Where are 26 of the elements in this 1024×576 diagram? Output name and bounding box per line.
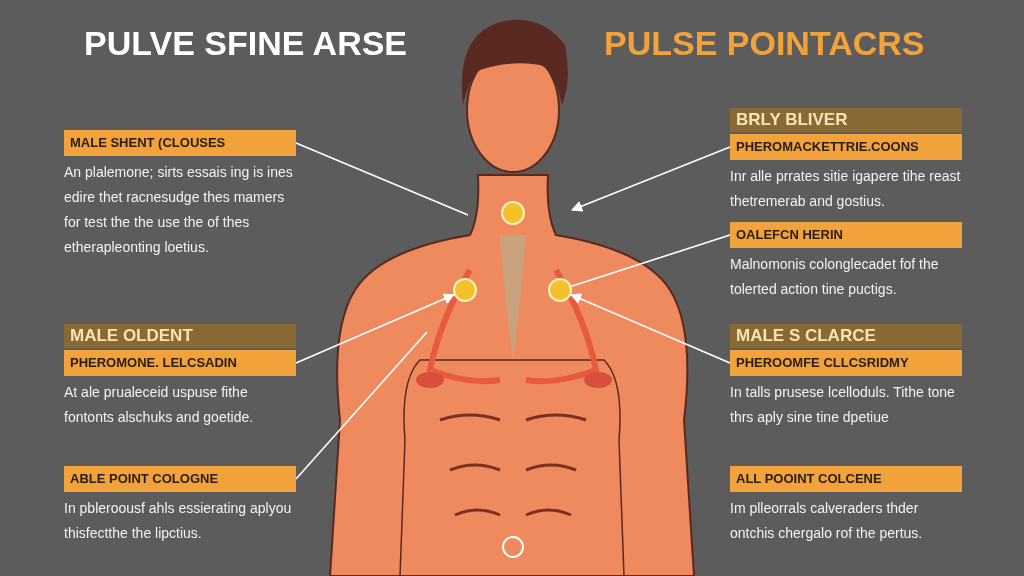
leader-line [295, 142, 469, 216]
leader-line [570, 234, 731, 288]
callout-heading: ABLE POINT COLOGNE [64, 466, 296, 492]
arrow [295, 293, 455, 364]
callout-description: Malnomonis colonglecadet fof the tolerted action tine puctigs. [730, 255, 940, 299]
callout-heading: OALEFCN HERIN [730, 222, 962, 248]
callout-description: Im plleorrals calveraders thder ontchis chergalo rof the pertus. [730, 499, 924, 543]
page-title: PULVE SFINE ARSE [84, 24, 408, 63]
arrow [570, 146, 731, 212]
leader-line [295, 331, 428, 480]
callout-heading: ALL POOINT COLCENE [730, 466, 962, 492]
callout-title: MALE S CLARCE [730, 324, 962, 348]
callout-heading: PHEROMACKETTRIE.COONS [730, 134, 962, 160]
callout-heading: PHEROOMFE CLLCSRIDMY [730, 350, 962, 376]
callout-description: An plalemone; sirts essais ing is ines edire thet racnesudge thes mamers for test the the use the of thes etherapleonting loetius. [64, 163, 294, 257]
callout-description: In pbleroousf ahls essierating aplyou thisfectthe the lipctius. [64, 499, 293, 543]
arrow [570, 293, 731, 364]
callout-description: In talls prusese lcelloduls. Tithe tone thrs aply sine tine dpetiue [730, 383, 956, 427]
pulse-point-marker [502, 536, 524, 558]
callout-description: At ale prualeceid uspuse fithe fontonts alschuks and goetide. [64, 383, 255, 427]
callout-title: MALE OLDENT [64, 324, 296, 348]
callout-title: BRLY BLIVER [730, 108, 962, 132]
callout-description: Inr alle prrates sitie igapere tihe reast thetremerab and gostius. [730, 167, 962, 211]
heading-label: PULSE POINTACRS [604, 24, 925, 63]
callout-heading: MALE SHENT (CLOUSES [64, 130, 296, 156]
callout-heading: PHEROMONE. LELCSADIN [64, 350, 296, 376]
